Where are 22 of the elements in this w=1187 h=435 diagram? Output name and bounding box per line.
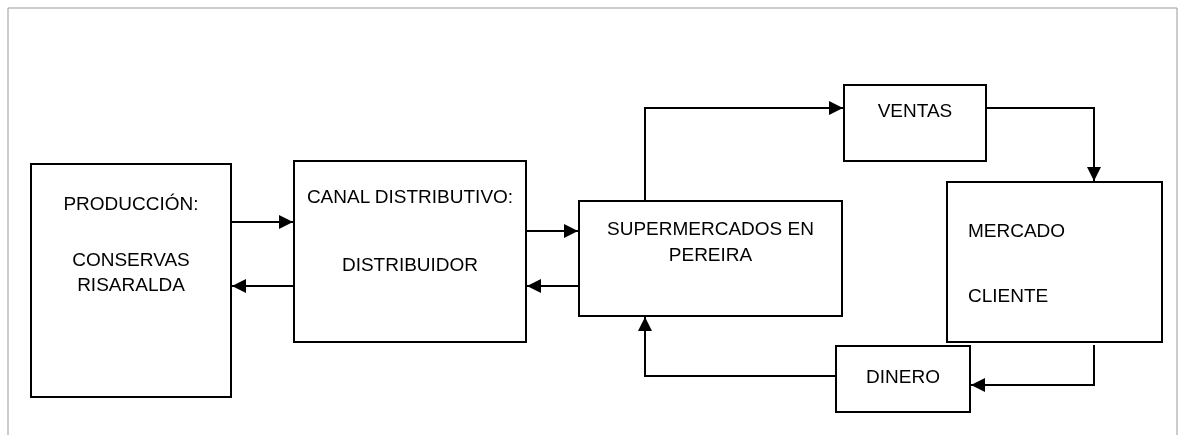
box-label: CONSERVAS RISARALDA xyxy=(71,247,191,298)
arrow xyxy=(970,344,1095,392)
arrow xyxy=(231,215,294,229)
arrow xyxy=(231,279,294,293)
process-box xyxy=(946,181,1163,343)
box-label: PRODUCCIÓN: xyxy=(62,192,200,216)
process-box xyxy=(578,200,843,317)
box-label: VENTAS xyxy=(876,99,954,123)
arrow xyxy=(638,316,836,377)
box-label: CANAL DISTRIBUTIVO: xyxy=(305,185,515,209)
process-box xyxy=(30,163,232,398)
process-box xyxy=(843,84,987,162)
arrow xyxy=(526,279,579,293)
box-label: DISTRIBUIDOR xyxy=(340,252,480,277)
arrow xyxy=(526,224,579,238)
box-label: SUPERMERCADOS EN PEREIRA xyxy=(606,217,815,267)
box-label: DINERO xyxy=(865,365,941,389)
process-box xyxy=(835,345,971,413)
arrow xyxy=(986,107,1101,182)
box-label: MERCADO CLIENTE xyxy=(968,219,1067,308)
process-box xyxy=(293,160,527,343)
arrow xyxy=(644,101,844,201)
